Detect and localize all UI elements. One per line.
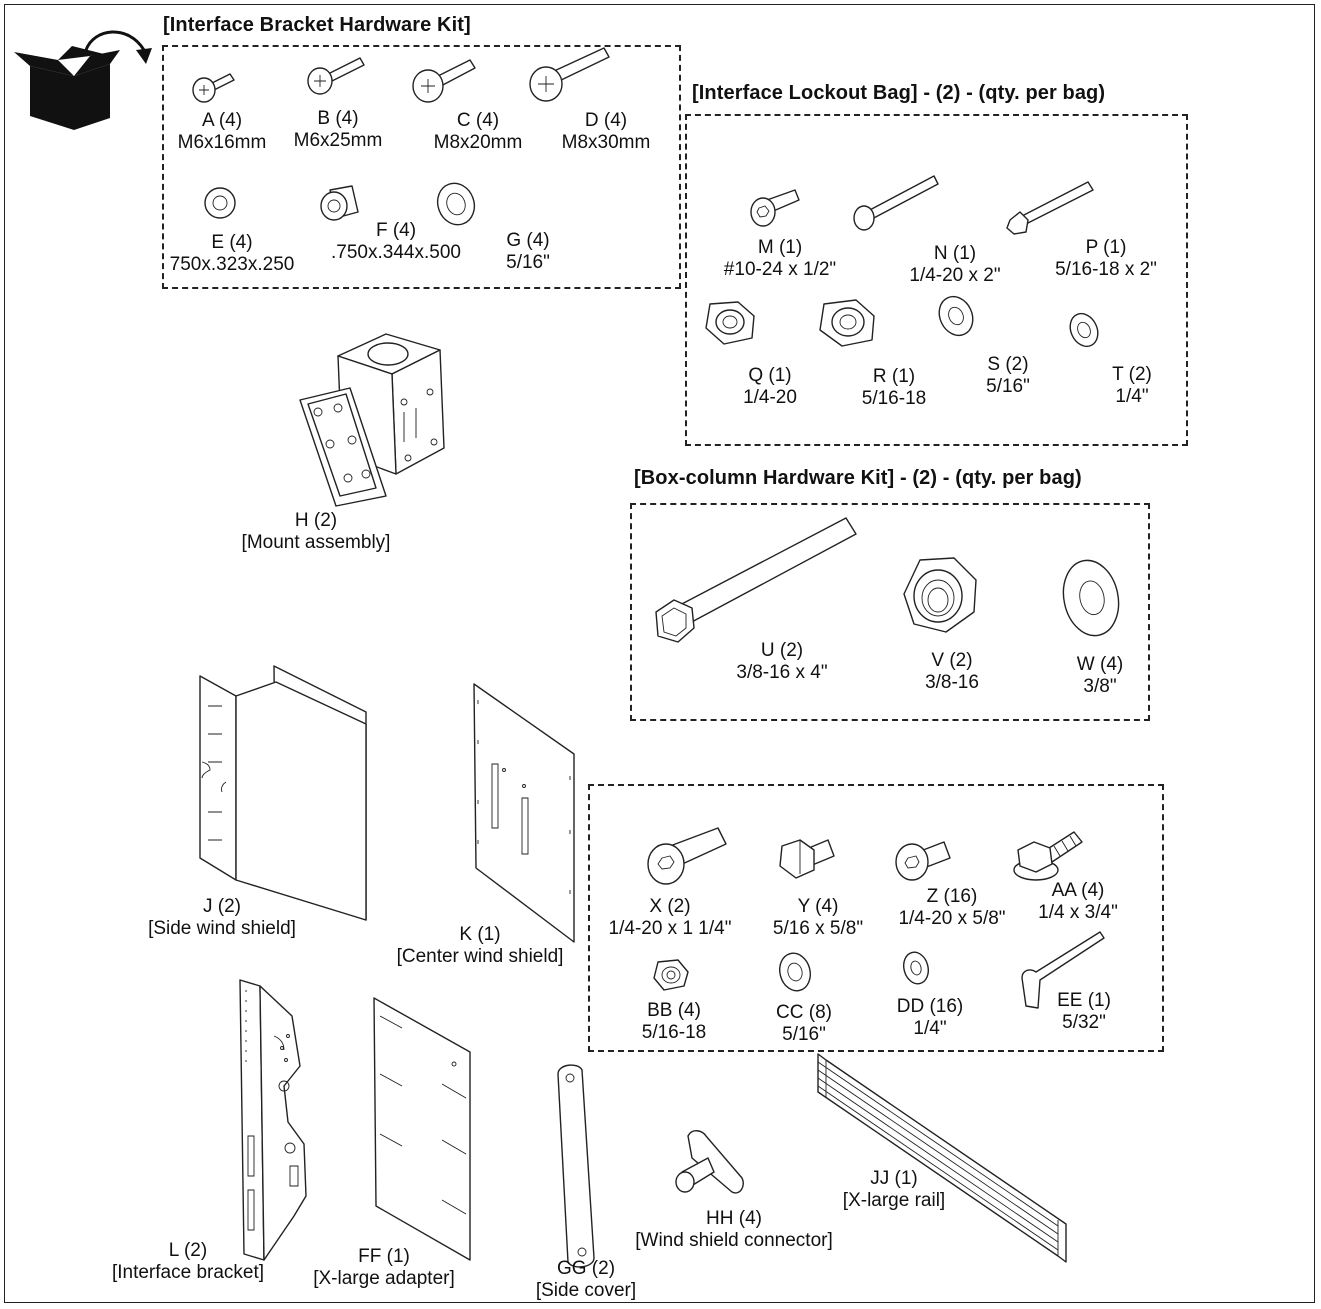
spacer-f-icon (320, 185, 359, 221)
wind-shield-connector-hh-icon (675, 1130, 744, 1194)
label-part-j: J (2)[Side wind shield] (148, 896, 296, 939)
label-part-cc: CC (8)5/16" (776, 1002, 832, 1045)
curved-arrow-icon (84, 30, 152, 64)
label-part-h: H (2)[Mount assembly] (241, 510, 391, 553)
label-part-r: R (1)5/16-18 (861, 366, 927, 409)
bolt-z-icon (895, 841, 951, 881)
kit-box-box-column (630, 503, 1150, 721)
label-part-z: Z (16)1/4-20 x 5/8" (898, 886, 1006, 929)
label-part-n: N (1)1/4-20 x 2" (909, 243, 1001, 286)
side-wind-shield-j-icon (199, 665, 367, 921)
screw-b-icon (307, 57, 365, 95)
label-part-b: B (4)M6x25mm (293, 108, 383, 151)
nut-q-icon (705, 301, 755, 345)
label-part-jj: JJ (1)[X-large rail] (842, 1168, 946, 1211)
screw-c-icon (412, 59, 476, 103)
label-part-w: W (4)3/8" (1076, 654, 1124, 697)
washer-cc-icon (778, 952, 812, 992)
label-part-d: D (4)M8x30mm (561, 110, 651, 153)
washer-t-icon (1069, 312, 1099, 348)
nut-v-icon (903, 557, 977, 633)
washer-dd-icon (902, 951, 930, 985)
mount-assembly-h-icon (299, 333, 445, 507)
cap-screw-m-icon (750, 189, 800, 227)
label-part-c: C (4)M8x20mm (433, 110, 523, 153)
bolt-y-icon (779, 839, 835, 879)
label-part-gg: GG (2)[Side cover] (535, 1258, 637, 1301)
label-part-v: V (2)3/8-16 (925, 650, 979, 693)
label-part-bb: BB (4)5/16-18 (641, 1000, 707, 1043)
label-part-u: U (2)3/8-16 x 4" (736, 640, 828, 683)
label-part-g: G (4)5/16" (506, 230, 550, 273)
x-large-adapter-ff-icon (373, 997, 471, 1261)
label-part-ff: FF (1)[X-large adapter] (313, 1246, 455, 1289)
open-box-icon (14, 46, 120, 130)
kit-box-small-hardware (588, 784, 1164, 1052)
label-part-hh: HH (4)[Wind shield connector] (635, 1208, 833, 1251)
self-drilling-screw-aa-icon (1013, 831, 1083, 881)
kit-title-interface-bracket: [Interface Bracket Hardware Kit] (163, 14, 471, 36)
bolt-u-icon (655, 517, 857, 643)
label-part-dd: DD (16)1/4" (896, 996, 964, 1039)
label-part-m: M (1)#10-24 x 1/2" (723, 237, 837, 280)
side-cover-gg-icon (557, 1064, 595, 1268)
x-large-rail-jj-icon (817, 1053, 1067, 1263)
screw-a-icon (192, 73, 235, 103)
nut-r-icon (819, 299, 875, 347)
screw-d-icon (529, 47, 610, 102)
label-part-y: Y (4)5/16 x 5/8" (772, 896, 864, 939)
label-part-p: P (1)5/16-18 x 2" (1055, 237, 1157, 280)
kit-box-interface-bracket (162, 45, 681, 289)
label-part-e: E (4)750x.323x.250 (169, 232, 295, 275)
label-part-a: A (4)M6x16mm (177, 110, 267, 153)
diagram-frame (4, 4, 1315, 1303)
washer-g-icon (436, 182, 476, 226)
bolt-x-icon (647, 827, 727, 885)
label-part-ee: EE (1)5/32" (1057, 990, 1111, 1033)
kit-title-box-column: [Box-column Hardware Kit] - (2) - (qty. … (634, 467, 1082, 489)
washer-s-icon (938, 295, 974, 337)
label-part-x: X (2)1/4-20 x 1 1/4" (608, 896, 732, 939)
label-part-s: S (2)5/16" (986, 354, 1030, 397)
washer-w-icon (1062, 559, 1120, 637)
interface-bracket-l-icon (239, 979, 307, 1261)
label-part-l: L (2)[Interface bracket] (111, 1240, 265, 1283)
bolt-n-icon (853, 175, 939, 231)
bolt-p-icon (1006, 181, 1094, 235)
kit-box-interface-lockout (685, 114, 1188, 446)
label-part-q: Q (1)1/4-20 (743, 365, 797, 408)
nut-bb-icon (653, 959, 689, 991)
kit-title-interface-lockout: [Interface Lockout Bag] - (2) - (qty. pe… (692, 82, 1106, 104)
label-part-k: K (1)[Center wind shield] (396, 924, 564, 967)
center-wind-shield-k-icon (473, 683, 575, 943)
hex-key-ee-icon (1021, 931, 1105, 1009)
label-part-f: F (4).750x.344x.500 (331, 220, 461, 263)
label-part-aa: AA (4)1/4 x 3/4" (1038, 880, 1118, 923)
spacer-e-icon (204, 187, 236, 219)
label-part-t: T (2)1/4" (1112, 364, 1152, 407)
